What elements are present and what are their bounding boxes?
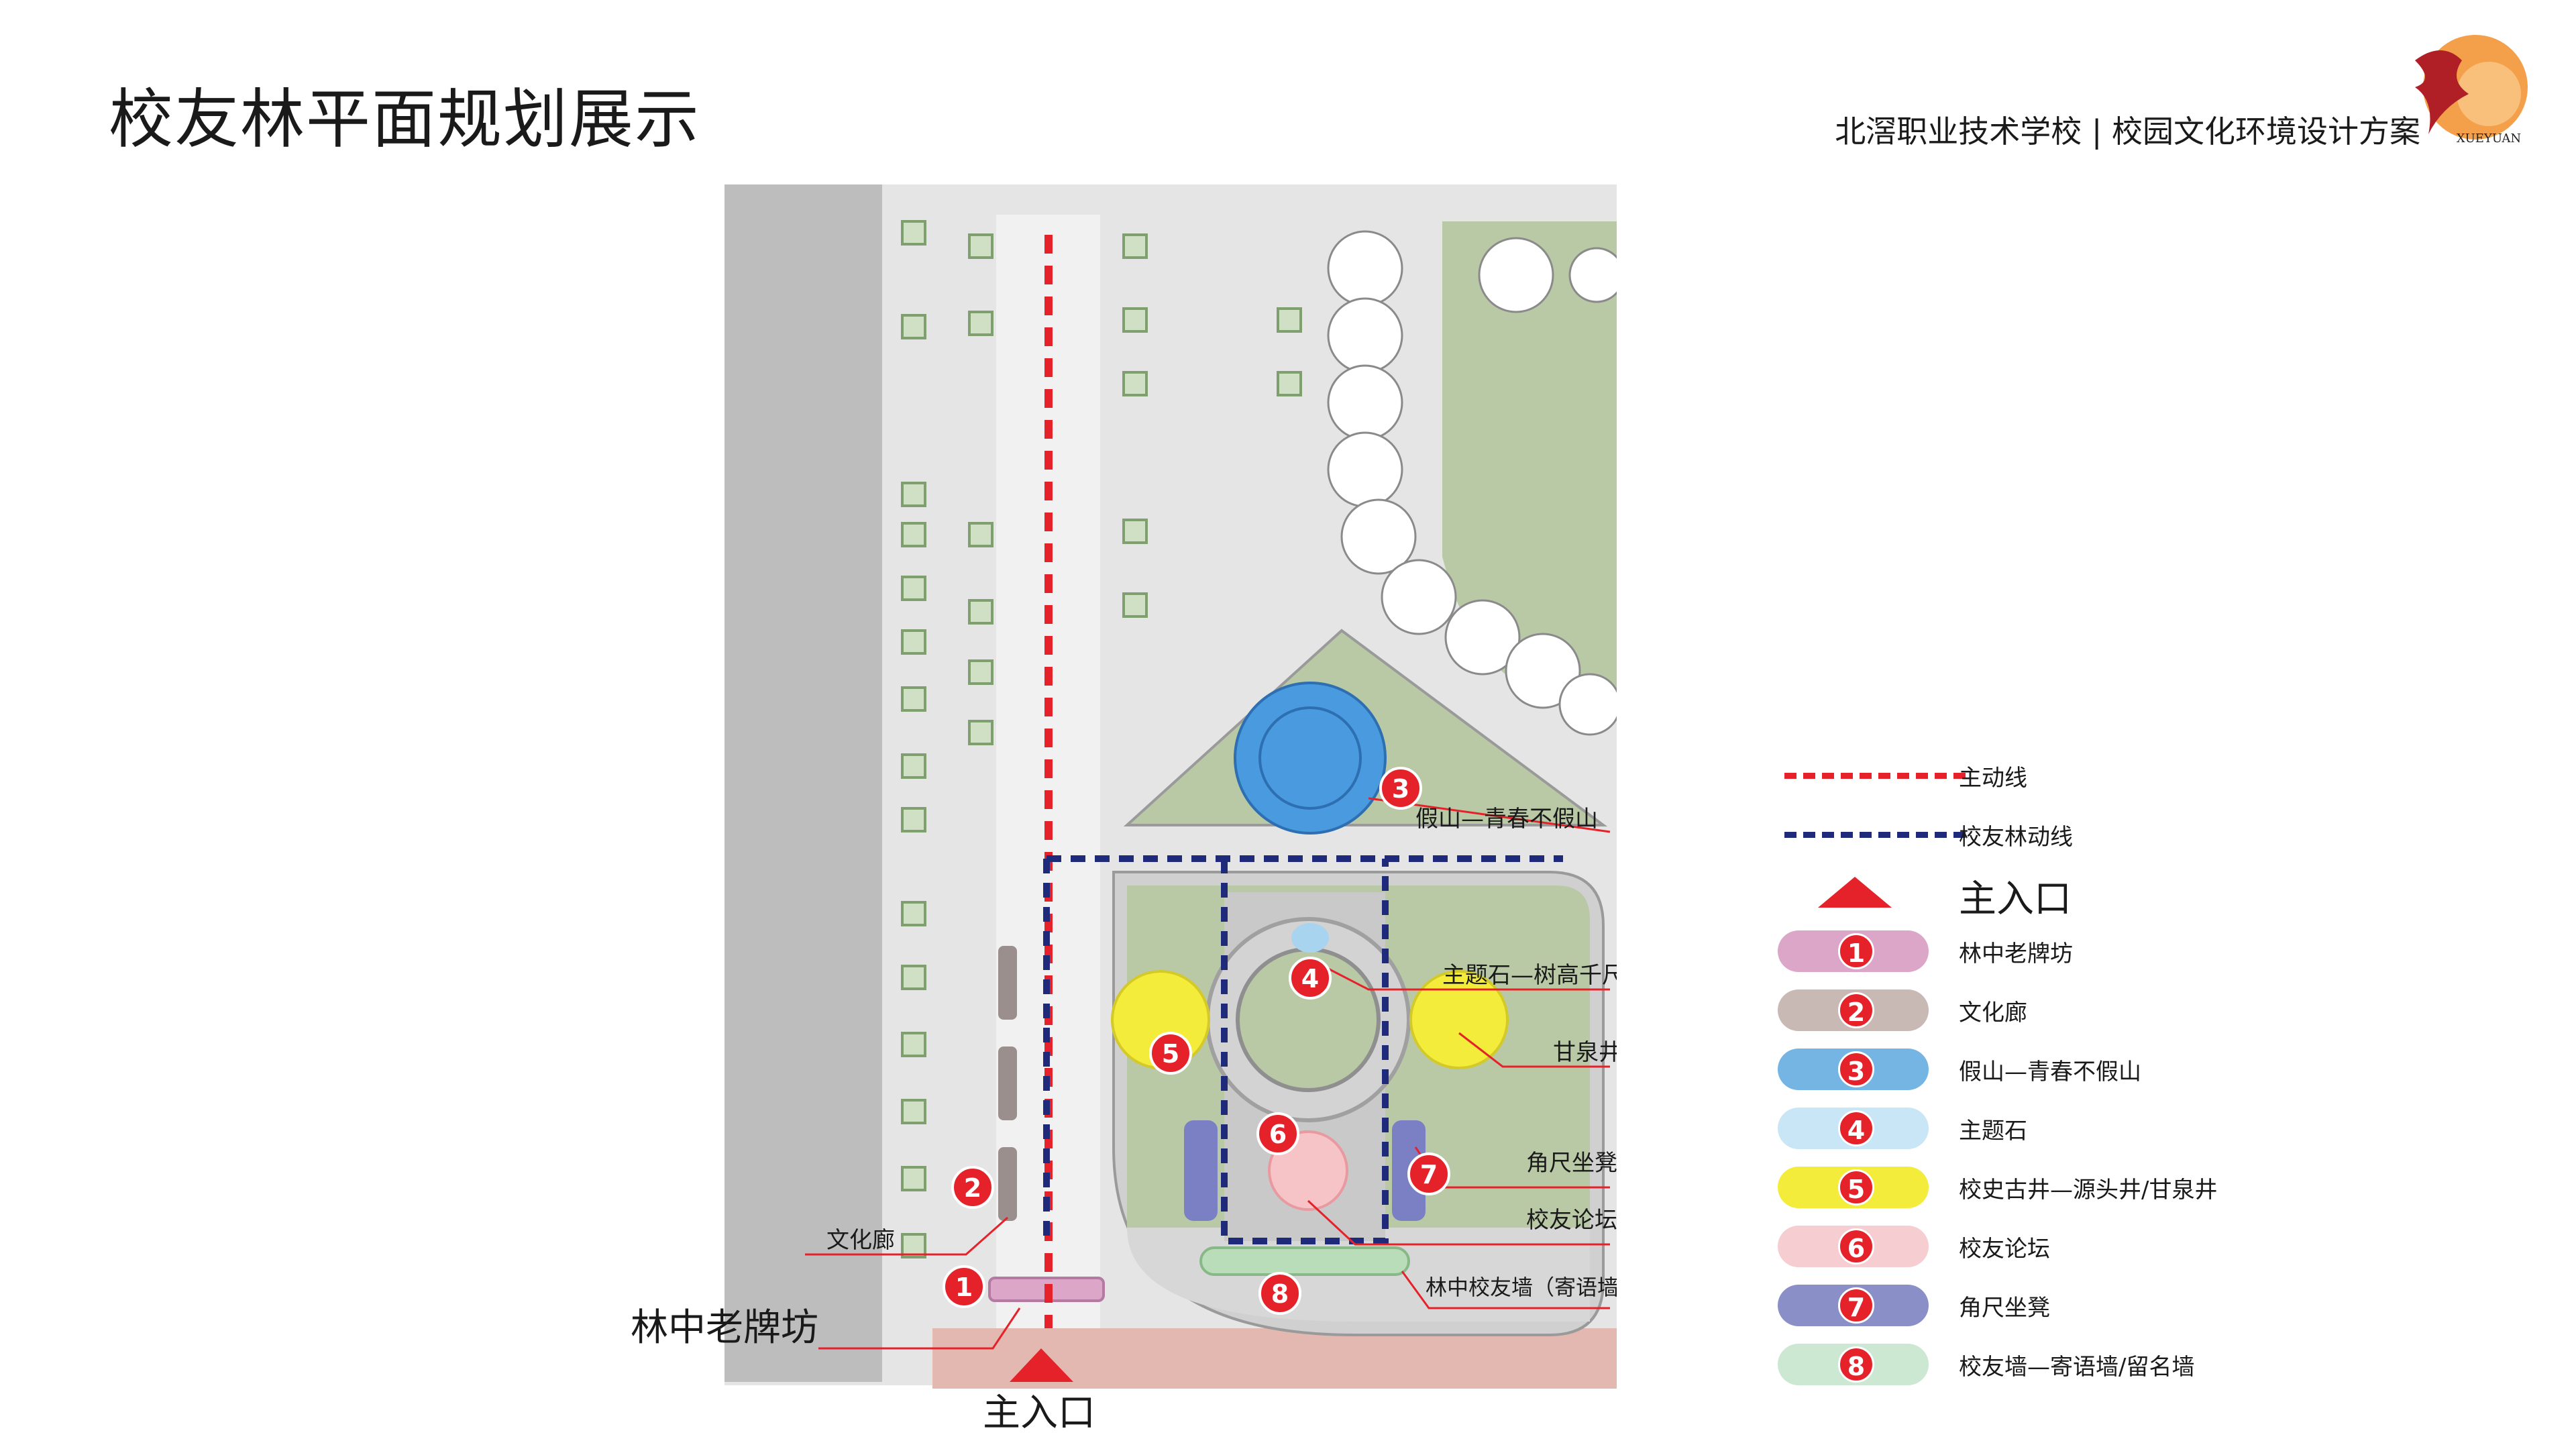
entrance-triangle-icon [1818,877,1892,908]
left-road [724,184,882,1382]
legend-item-7: 7 角尺坐凳 [1771,1281,2241,1328]
page-title: 校友林平面规划展示 [109,82,700,157]
alumni-route-line [1043,855,1563,1244]
svg-text:1: 1 [955,1273,973,1302]
marker-7: 7 [1407,1152,1450,1195]
legend-pill: 5 [1778,1167,1929,1208]
label-corner-bench: 角尺坐凳 [1526,1150,1617,1177]
legend-item-1: 1 林中老牌坊 [1771,927,2241,974]
alumni-wall-shape [1199,1246,1410,1276]
legend: 主动线 校友林动线 主入口 1 林中老牌坊 2 文化廊 3 假山—青春不假山 4… [1771,751,2241,1422]
lawn-top-right [1442,221,1617,699]
svg-text:4: 4 [1301,964,1319,994]
logo-sun-inner [2457,62,2521,126]
svg-text:6: 6 [1269,1120,1287,1149]
label-spring-well: 甘泉井 [1553,1039,1617,1066]
svg-text:8: 8 [1271,1279,1289,1309]
legend-alumni-route: 校友林动线 [1771,810,2241,857]
svg-text:3: 3 [1392,774,1409,804]
legend-pill: 6 [1778,1226,1929,1267]
alumni-route-swatch [1784,832,1966,838]
label-mountain: 假山—青春不假山 [1415,806,1598,833]
legend-entrance: 主入口 [1771,869,2241,921]
plan-markers: 1 2 3 4 5 6 7 8 [943,767,1450,1315]
legend-main-route: 主动线 [1771,751,2241,798]
label-alumni-wall: 林中校友墙（寄语墙/留名墙） [1426,1275,1617,1300]
legend-item-6: 6 校友论坛 [1771,1222,2241,1269]
mountain-shape [1234,682,1387,835]
svg-text:7: 7 [1420,1160,1438,1189]
marker-6a: 6 [1256,1112,1299,1155]
legend-pill: 1 [1778,930,1929,972]
logo-brush-glyph [2415,50,2469,134]
label-theme-stone: 主题石—树高千尺不忘根 [1442,962,1617,989]
tree-row [1327,230,1617,736]
legend-item-4: 4 主题石 [1771,1104,2241,1151]
legend-pill: 8 [1778,1344,1929,1385]
marker-1: 1 [943,1265,985,1308]
marker-4: 4 [1289,957,1332,1000]
theme-stone-shape [1291,923,1329,953]
legend-pill: 4 [1778,1108,1929,1149]
marker-3: 3 [1379,767,1422,810]
site-plan: 1 2 3 4 5 6 7 8 假山—青春不假山 主题石—树高千尺不忘根 甘泉井… [617,181,1617,1436]
spring-well-shape [1409,970,1509,1069]
main-route-swatch [1784,773,1966,779]
label-culture-gallery: 文化廊 [826,1227,895,1254]
legend-item-3: 3 假山—青春不假山 [1771,1045,2241,1092]
legend-pill: 3 [1778,1049,1929,1090]
label-archway: 林中老牌坊 [631,1306,818,1350]
page-subtitle: 北滘职业技术学校 | 校园文化环境设计方案 [1835,113,2420,150]
school-logo: XUEYUAN [2415,35,2528,146]
marker-2: 2 [951,1166,994,1209]
marker-5: 5 [1149,1032,1192,1075]
marker-8: 8 [1258,1272,1301,1315]
plan-labels: 假山—青春不假山 主题石—树高千尺不忘根 甘泉井 角尺坐凳 校友论坛 林中校友墙… [631,806,1617,1435]
logo-text: XUEYUAN [2457,131,2521,146]
legend-pill: 2 [1778,989,1929,1031]
label-alumni-forum: 校友论坛 [1526,1207,1617,1234]
entrance-arrow [1010,1348,1073,1382]
legend-item-5: 5 校史古井—源头井/甘泉井 [1771,1163,2241,1210]
bench-left-shape [1184,1120,1218,1221]
legend-item-8: 8 校友墙—寄语墙/留名墙 [1771,1340,2241,1387]
svg-text:2: 2 [964,1173,981,1203]
culture-gallery-shape [998,946,1017,1221]
label-entrance: 主入口 [983,1391,1095,1435]
svg-text:5: 5 [1162,1039,1179,1069]
legend-item-2: 2 文化廊 [1771,986,2241,1033]
legend-pill: 7 [1778,1285,1929,1326]
tree-grid [901,220,1302,1258]
